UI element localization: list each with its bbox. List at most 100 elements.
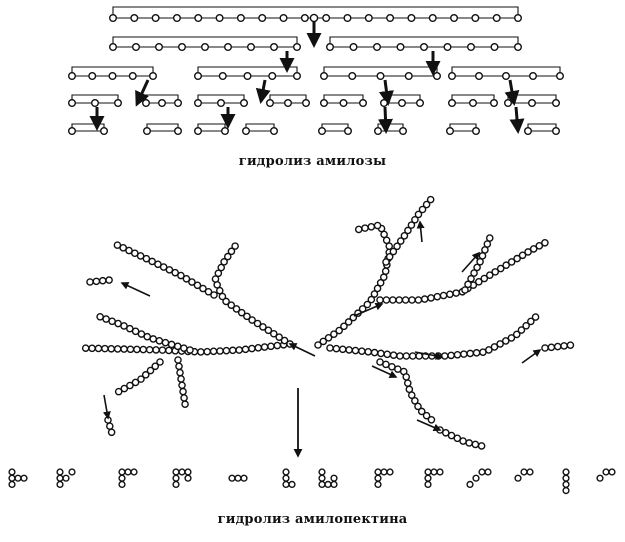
glucose-unit xyxy=(370,348,379,357)
glucose-unit xyxy=(349,43,358,52)
glucose-unit xyxy=(105,276,113,284)
glucose-unit xyxy=(522,321,530,330)
enzyme-arrow xyxy=(416,220,425,243)
glucose-unit xyxy=(108,43,117,52)
glucose-unit xyxy=(137,330,146,338)
glucose-unit xyxy=(453,350,462,359)
glucose-unit xyxy=(460,350,468,358)
glucose-unit xyxy=(379,273,388,282)
glucose-unit xyxy=(106,422,114,430)
glucose-unit xyxy=(433,71,442,80)
glucose-unit xyxy=(396,43,405,52)
glucose-unit xyxy=(128,71,137,80)
glucose-unit xyxy=(300,13,309,22)
glucose-unit xyxy=(562,474,570,482)
glucose-unit xyxy=(514,474,522,482)
glucose-unit xyxy=(485,234,494,242)
chain-bracket xyxy=(197,66,298,76)
glucose-unit xyxy=(418,205,427,214)
glucose-unit xyxy=(275,333,283,341)
glucose-unit xyxy=(450,13,459,22)
chain-bracket xyxy=(71,123,105,131)
glucose-unit xyxy=(259,323,267,331)
glucose-unit xyxy=(130,13,139,22)
glucose-unit xyxy=(236,13,245,22)
glucose-unit xyxy=(556,71,565,80)
glucose-unit xyxy=(222,297,230,306)
glucose-unit xyxy=(400,232,409,240)
glucose-unit xyxy=(239,98,248,107)
glucose-unit xyxy=(351,346,360,355)
glucose-unit xyxy=(529,71,538,80)
glucose-unit xyxy=(67,71,76,80)
glucose-unit xyxy=(422,411,431,420)
glucose-unit xyxy=(136,252,145,260)
glucose-unit xyxy=(427,416,436,424)
glucose-unit xyxy=(396,352,404,360)
glucose-unit xyxy=(502,261,510,270)
glucose-unit xyxy=(389,351,398,359)
glucose-unit xyxy=(386,13,395,22)
glucose-unit xyxy=(151,362,160,371)
glucose-unit xyxy=(214,269,223,278)
enzyme-arrow xyxy=(461,251,481,273)
glucose-unit xyxy=(155,337,164,345)
glucose-unit xyxy=(228,346,237,355)
glucose-unit xyxy=(560,342,568,350)
glucose-unit xyxy=(282,480,290,489)
chain-bracket xyxy=(323,66,438,76)
glucose-unit xyxy=(102,315,110,323)
glucose-unit xyxy=(407,13,416,22)
glucose-unit xyxy=(174,356,182,364)
glucose-unit xyxy=(172,474,180,482)
glucose-unit xyxy=(344,318,353,326)
glucose-unit xyxy=(216,98,225,107)
glucose-unit xyxy=(158,346,167,354)
glucose-unit xyxy=(181,400,189,409)
glucose-unit xyxy=(447,431,456,440)
glucose-unit xyxy=(535,242,544,250)
glucose-unit xyxy=(264,326,273,335)
glucose-unit xyxy=(223,252,232,261)
glucose-unit xyxy=(330,480,338,489)
glucose-unit xyxy=(562,468,570,476)
glucose-unit xyxy=(443,43,452,52)
glucose-unit xyxy=(165,346,173,355)
glucose-unit xyxy=(227,247,236,256)
glucose-unit xyxy=(56,474,64,482)
glucose-unit xyxy=(531,313,540,321)
glucose-unit xyxy=(322,13,331,22)
glucose-unit xyxy=(199,284,207,293)
glucose-unit xyxy=(90,98,99,107)
glucose-unit xyxy=(393,242,401,251)
chain-bracket xyxy=(71,94,119,103)
amylose-hydrolysis-diagram xyxy=(67,6,565,135)
enzyme-arrow xyxy=(416,419,442,432)
chain-bracket xyxy=(323,94,364,103)
glucose-unit xyxy=(67,98,76,107)
glucose-unit xyxy=(203,347,211,356)
glucose-unit xyxy=(602,468,610,476)
glucose-unit xyxy=(101,344,109,353)
glucose-unit xyxy=(491,268,500,276)
glucose-unit xyxy=(268,71,277,80)
glucose-unit xyxy=(114,319,122,328)
glucose-unit xyxy=(98,276,107,285)
glucose-unit xyxy=(107,344,116,353)
glucose-unit xyxy=(179,387,187,396)
glucose-unit xyxy=(241,345,250,354)
glucose-unit xyxy=(266,98,275,107)
glucose-unit xyxy=(161,338,170,347)
glucose-unit xyxy=(407,221,416,229)
glucose-unit xyxy=(228,474,236,482)
glucose-unit xyxy=(608,468,616,476)
glucose-unit xyxy=(215,13,224,22)
glucose-unit xyxy=(243,71,252,80)
glucose-unit xyxy=(237,308,246,317)
chain-bracket xyxy=(197,123,226,131)
glucose-unit xyxy=(96,312,104,321)
chain-bracket xyxy=(269,94,307,103)
glucose-unit xyxy=(364,348,373,356)
glucose-unit xyxy=(8,474,16,482)
glucose-unit xyxy=(343,13,352,22)
